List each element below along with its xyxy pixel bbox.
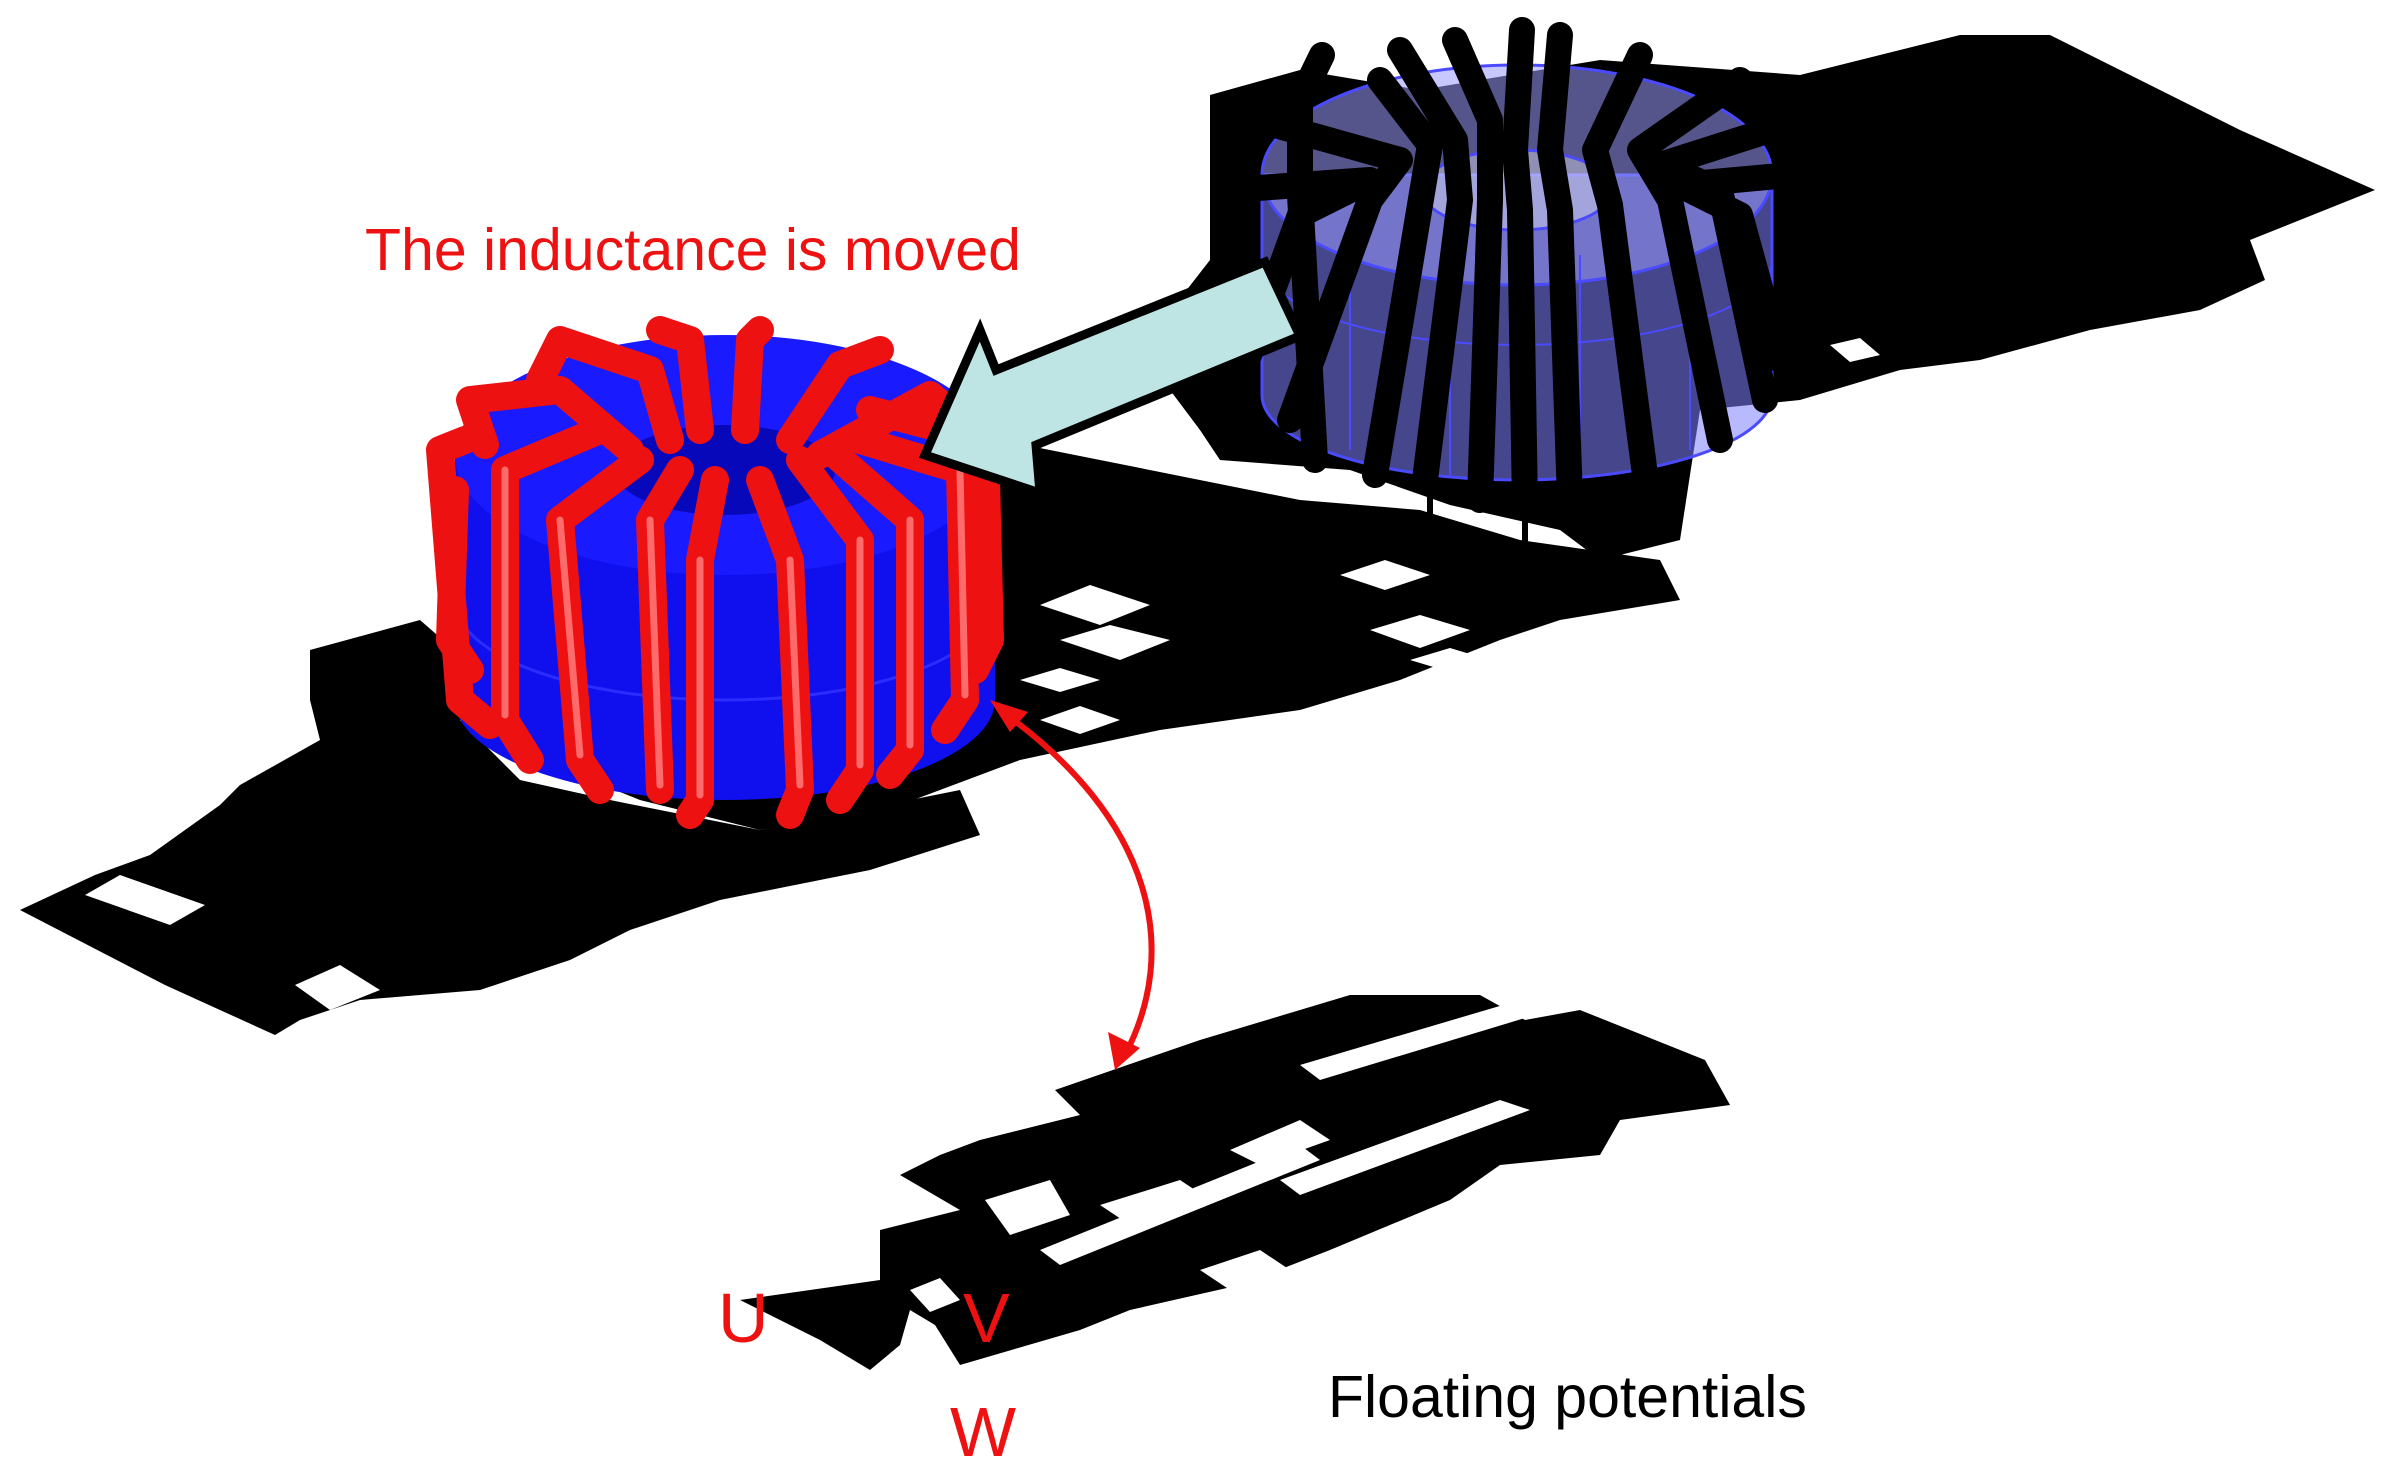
moved-inductor bbox=[426, 316, 1004, 829]
coupling-arrow bbox=[990, 700, 1155, 1070]
floating-caption: Floating potentials bbox=[1328, 1364, 1807, 1430]
ghost-pins bbox=[1427, 480, 1528, 560]
phase-label-w: W bbox=[950, 1393, 1016, 1471]
floating-pcb-gaps bbox=[910, 1000, 1545, 1320]
pcb-lower-plane bbox=[20, 620, 980, 1035]
red-winding-highlight bbox=[501, 466, 969, 799]
phase-label-v: V bbox=[963, 1279, 1010, 1357]
coupling-arrowhead-bottom-icon bbox=[1108, 1032, 1140, 1070]
pcb-cutouts bbox=[85, 338, 1910, 1010]
original-inductor-ghost bbox=[1217, 17, 1803, 560]
ghost-winding bbox=[1217, 17, 1803, 518]
coupling-arrowhead-top-icon bbox=[990, 700, 1028, 732]
phase-label-u: U bbox=[718, 1279, 769, 1357]
moved-caption: The inductance is moved bbox=[365, 217, 1021, 283]
coupling-arrow-path bbox=[998, 707, 1155, 1057]
move-arrow-icon bbox=[918, 256, 1307, 500]
main-pcb-layer bbox=[20, 35, 2375, 1035]
